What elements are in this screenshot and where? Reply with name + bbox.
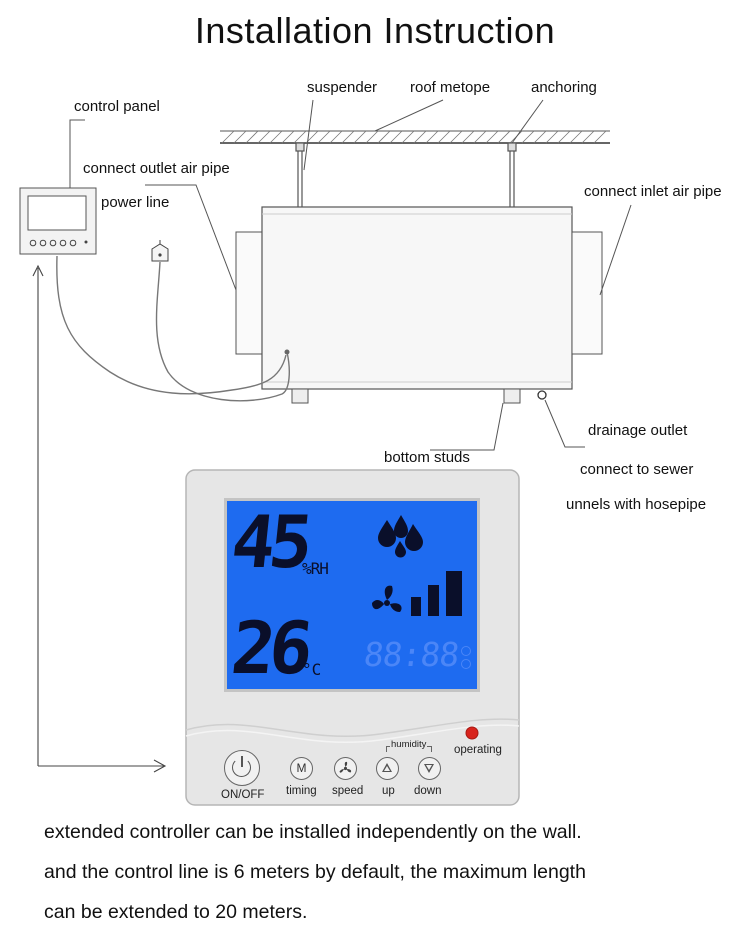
on-off-button[interactable] [224, 750, 260, 786]
cable-connector [284, 349, 290, 355]
down-button[interactable] [418, 757, 441, 780]
label-connect-to-sewer: connect to sewer [580, 461, 694, 478]
note-line-2: and the control line is 6 meters by defa… [44, 861, 586, 883]
label-suspender: suspender [307, 79, 378, 96]
lcd-clock-icon [461, 646, 471, 656]
down-label: down [414, 785, 442, 797]
up-label: up [382, 785, 395, 797]
label-control-panel: control panel [74, 98, 160, 115]
operating-label: operating [454, 744, 502, 756]
control-panel-small [19, 187, 97, 255]
note-line-1: extended controller can be installed ind… [44, 821, 582, 843]
leader-lines [69, 99, 632, 451]
label-bottom-studs: bottom studs [384, 449, 470, 466]
speed-label: speed [332, 785, 364, 797]
power-icon-stem [241, 756, 243, 767]
temperature-unit: °C [302, 660, 322, 679]
temperature-value: 26 [227, 606, 312, 690]
power-plug [151, 240, 169, 262]
label-drainage-outlet: drainage outlet [588, 422, 688, 439]
power-icon [232, 758, 251, 777]
connection-arrow [32, 264, 167, 773]
lcd-timer-icon [461, 659, 471, 669]
fan-icon [372, 585, 402, 612]
speed-fan-icon [339, 761, 352, 773]
timer-placeholder: 88:88 [361, 635, 461, 674]
on-off-label: ON/OFF [221, 789, 265, 801]
timing-icon: M [296, 761, 307, 775]
cables [56, 255, 290, 402]
humidity-group-label: humidity [390, 739, 428, 750]
operating-led [465, 726, 479, 740]
up-button[interactable] [376, 757, 399, 780]
label-connect-outlet-air-pipe: connect outlet air pipe [83, 160, 230, 177]
fan-speed-bars [411, 571, 462, 616]
dehumidifier-unit [235, 206, 603, 404]
timing-label: timing [286, 785, 317, 797]
water-drops-icon [378, 515, 423, 558]
timing-button[interactable]: M [290, 757, 313, 780]
page-title: Installation Instruction [194, 10, 556, 51]
note-line-3: can be extended to 20 meters. [44, 901, 308, 923]
label-power-line: power line [101, 194, 170, 211]
label-unnels-with-hosepipe: unnels with hosepipe [566, 496, 707, 513]
speed-button[interactable] [334, 757, 357, 780]
down-triangle-inner [426, 765, 433, 771]
control-panel-large [185, 469, 520, 806]
humidity-value: 45 [227, 500, 312, 584]
label-roof-metope: roof metope [410, 79, 491, 96]
label-anchoring: anchoring [531, 79, 597, 96]
up-triangle-inner [384, 766, 391, 772]
humidity-unit: %RH [302, 559, 329, 578]
roof-metope [220, 130, 610, 144]
label-connect-inlet-air-pipe: connect inlet air pipe [584, 183, 722, 200]
